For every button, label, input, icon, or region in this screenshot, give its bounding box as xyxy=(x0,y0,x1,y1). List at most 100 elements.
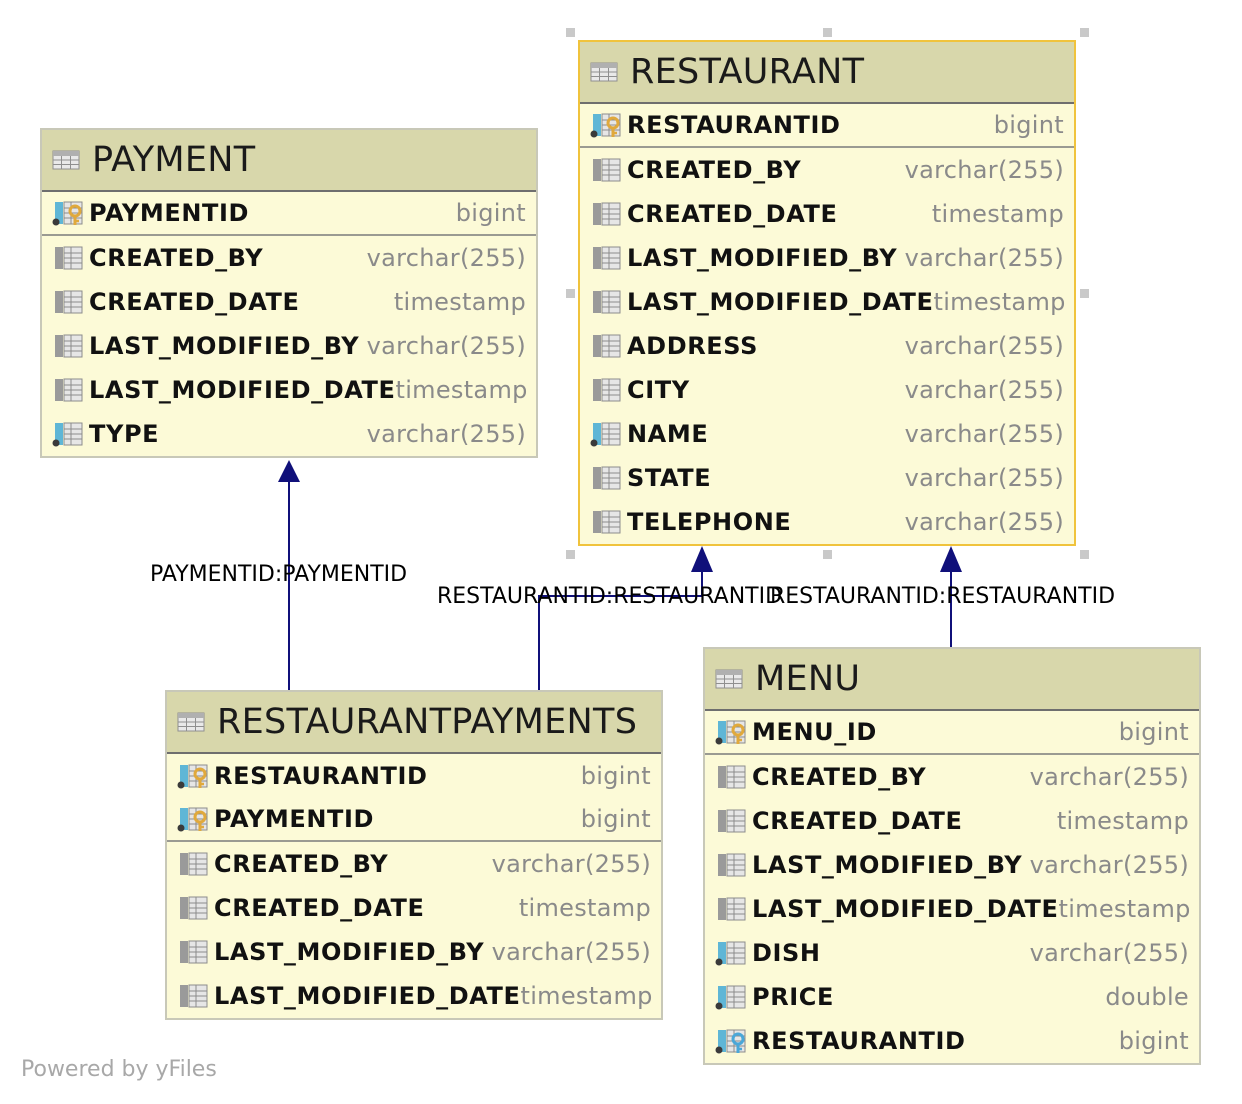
column-type: varchar(255) xyxy=(904,376,1064,404)
selection-handle[interactable] xyxy=(1080,550,1089,559)
table-restaurant[interactable]: RESTAURANT RESTAURANTID bigint CREATED_BY… xyxy=(578,40,1076,546)
selection-handle[interactable] xyxy=(823,550,832,559)
table-header[interactable]: PAYMENT xyxy=(42,130,536,192)
column-type: varchar(255) xyxy=(491,850,651,878)
column-type: bigint xyxy=(455,199,526,227)
column-type: timestamp xyxy=(520,982,653,1010)
column-name: LAST_MODIFIED_DATE xyxy=(627,288,934,316)
column-icon xyxy=(590,157,622,183)
table-icon xyxy=(590,62,618,82)
column-name: TYPE xyxy=(89,420,160,448)
column-icon xyxy=(590,465,622,491)
table-header[interactable]: RESTAURANTPAYMENTS xyxy=(167,692,661,754)
arrowhead-restaurant-left xyxy=(691,546,713,572)
column-name: STATE xyxy=(627,464,712,492)
table-icon xyxy=(177,712,205,732)
column-type: varchar(255) xyxy=(366,332,526,360)
column-name: CREATED_DATE xyxy=(752,807,963,835)
column-icon xyxy=(177,983,209,1009)
column-icon xyxy=(590,377,622,403)
table-header[interactable]: RESTAURANT xyxy=(580,42,1074,104)
column-name: CREATED_BY xyxy=(214,850,389,878)
column-type: varchar(255) xyxy=(491,938,651,966)
selection-handle[interactable] xyxy=(566,289,575,298)
column-type: bigint xyxy=(1118,1027,1189,1055)
powered-by-watermark: Powered by yFiles xyxy=(21,1057,217,1082)
column-type: bigint xyxy=(993,111,1064,139)
table-icon xyxy=(52,150,80,170)
primary-key-icon xyxy=(590,112,622,138)
edge-restaurantpayments-restaurant[interactable] xyxy=(538,570,703,690)
selection-handle[interactable] xyxy=(1080,28,1089,37)
column-row[interactable]: RESTAURANTID bigint xyxy=(580,104,1074,148)
table-header[interactable]: MENU xyxy=(705,649,1199,711)
edge-label-paymentid: PAYMENTID:PAYMENTID xyxy=(150,562,408,587)
column-type: varchar(255) xyxy=(1029,763,1189,791)
column-row[interactable]: MENU_ID bigint xyxy=(705,711,1199,755)
column-name: CREATED_DATE xyxy=(627,200,838,228)
column-icon xyxy=(177,939,209,965)
column-name: LAST_MODIFIED_DATE xyxy=(752,895,1059,923)
foreign-key-icon xyxy=(715,1028,747,1054)
selection-handle[interactable] xyxy=(1080,289,1089,298)
column-type: timestamp xyxy=(933,288,1066,316)
primary-key-icon xyxy=(715,719,747,745)
selection-handle[interactable] xyxy=(566,550,575,559)
column-name: CREATED_BY xyxy=(89,244,264,272)
column-type: timestamp xyxy=(1058,895,1191,923)
column-name: CREATED_DATE xyxy=(214,894,425,922)
column-type: varchar(255) xyxy=(366,420,526,448)
table-title: PAYMENT xyxy=(92,140,256,180)
column-name: DISH xyxy=(752,939,821,967)
column-row[interactable]: CREATED_DATE timestamp xyxy=(167,886,661,930)
column-icon xyxy=(590,245,622,271)
selection-handle[interactable] xyxy=(566,28,575,37)
primary-key-icon xyxy=(177,806,209,832)
indexed-column-icon xyxy=(715,940,747,966)
indexed-column-icon xyxy=(715,984,747,1010)
column-icon xyxy=(590,333,622,359)
column-name: LAST_MODIFIED_DATE xyxy=(89,376,396,404)
column-type: timestamp xyxy=(518,894,651,922)
column-name: LAST_MODIFIED_BY xyxy=(627,244,898,272)
column-type: bigint xyxy=(1118,718,1189,746)
column-row[interactable]: CREATED_BY varchar(255) xyxy=(167,842,661,886)
column-type: bigint xyxy=(580,805,651,833)
column-name: RESTAURANTID xyxy=(627,111,841,139)
selection-handle[interactable] xyxy=(823,28,832,37)
arrowhead-restaurant-right xyxy=(940,546,962,572)
column-row[interactable]: TYPE varchar(255) xyxy=(42,412,536,456)
column-name: MENU_ID xyxy=(752,718,877,746)
column-name: RESTAURANTID xyxy=(214,762,428,790)
column-name: CREATED_DATE xyxy=(89,288,300,316)
column-icon xyxy=(52,333,84,359)
